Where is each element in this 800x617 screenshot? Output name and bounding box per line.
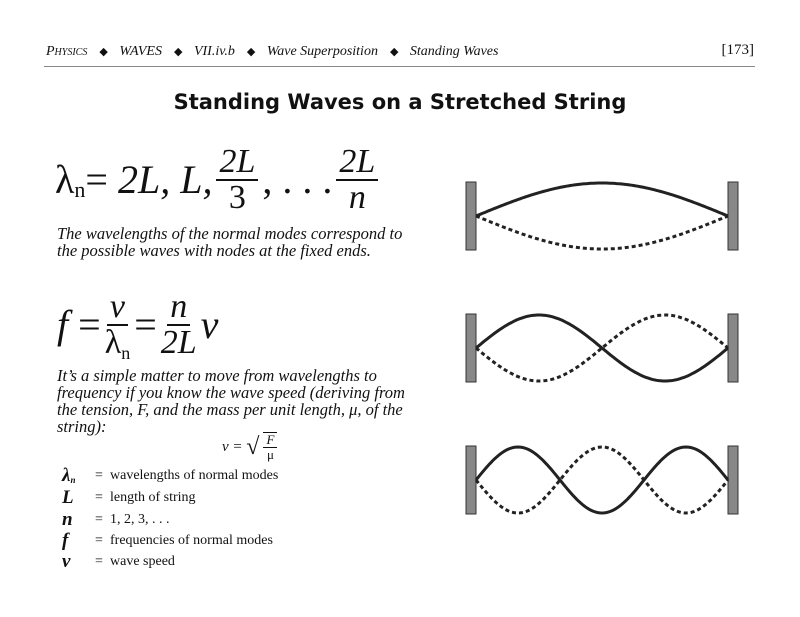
eq: = <box>95 490 103 505</box>
sqrt-icon: √ <box>246 434 260 460</box>
legend-row: n = 1, 2, 3, . . . <box>62 509 170 530</box>
desc: frequencies of normal modes <box>110 533 273 548</box>
right-wall <box>727 313 739 383</box>
equals: = <box>134 302 157 347</box>
legend-row: λn = wavelengths of normal modes <box>62 465 279 486</box>
wave-solid <box>475 181 729 218</box>
separator-icon: ◆ <box>389 46 399 58</box>
eq: = <box>95 512 103 527</box>
left-wall <box>465 181 477 251</box>
crumb: WAVES <box>119 44 162 59</box>
wave-solid <box>474 445 730 515</box>
num: F <box>263 433 278 448</box>
paragraph-frequency: It’s a simple matter to move from wavele… <box>57 366 405 436</box>
eq: = <box>95 468 103 483</box>
lambda: λ <box>55 157 75 202</box>
sym: v <box>62 551 71 572</box>
terms: 2L, L, <box>117 157 213 202</box>
separator-icon: ◆ <box>173 46 183 58</box>
den: 2L <box>160 324 197 361</box>
equals: = <box>85 157 108 202</box>
sym: L <box>62 487 74 508</box>
desc: length of string <box>110 490 196 505</box>
den: λ <box>104 324 122 361</box>
desc: wave speed <box>110 554 175 569</box>
sub: n <box>70 475 76 485</box>
lhs: v = <box>222 438 243 455</box>
right-wall <box>727 445 739 515</box>
crumb: Wave Superposition <box>266 44 378 59</box>
den: n <box>348 179 366 216</box>
left-wall <box>465 313 477 383</box>
crumb: Physics <box>46 44 88 59</box>
wave-dashed <box>474 445 730 515</box>
breadcrumb: Physics ◆ WAVES ◆ VII.iv.b ◆ Wave Superposi… <box>46 44 506 60</box>
desc: 1, 2, 3, . . . <box>110 512 170 527</box>
crumb: VII.iv.b <box>193 44 235 59</box>
paragraph-wavelengths: The wavelengths of the normal modes corr… <box>57 224 403 260</box>
num: n <box>167 290 191 326</box>
crumb: Standing Waves <box>409 44 499 59</box>
desc: wavelengths of normal modes <box>110 468 279 483</box>
eq: = <box>95 554 103 569</box>
dots: , . . . <box>262 157 333 202</box>
sym: λ <box>62 465 71 486</box>
wave-solid <box>475 313 729 383</box>
num: v <box>106 290 128 326</box>
legend-row: v = wave speed <box>62 551 175 572</box>
sub: n <box>121 343 131 363</box>
wave-dashed <box>475 214 729 251</box>
sub: n <box>74 177 86 202</box>
header-rule <box>44 66 755 67</box>
f: f <box>57 302 69 347</box>
eq: = <box>95 533 103 548</box>
num: 2L <box>216 145 259 181</box>
page-title: Standing Waves on a Stretched String <box>173 90 627 114</box>
legend-row: f = frequencies of normal modes <box>62 530 273 551</box>
sym: f <box>62 530 69 551</box>
v: v <box>200 302 219 347</box>
page-number: [173] <box>721 42 755 58</box>
sym: n <box>62 509 73 530</box>
separator-icon: ◆ <box>246 46 256 58</box>
right-wall <box>727 181 739 251</box>
num: 2L <box>336 145 379 181</box>
equals: = <box>78 302 101 347</box>
den: μ <box>266 447 274 462</box>
left-wall <box>465 445 477 515</box>
wave-dashed <box>475 313 729 383</box>
den: 3 <box>228 179 246 216</box>
separator-icon: ◆ <box>99 46 108 58</box>
legend-row: L = length of string <box>62 487 196 508</box>
